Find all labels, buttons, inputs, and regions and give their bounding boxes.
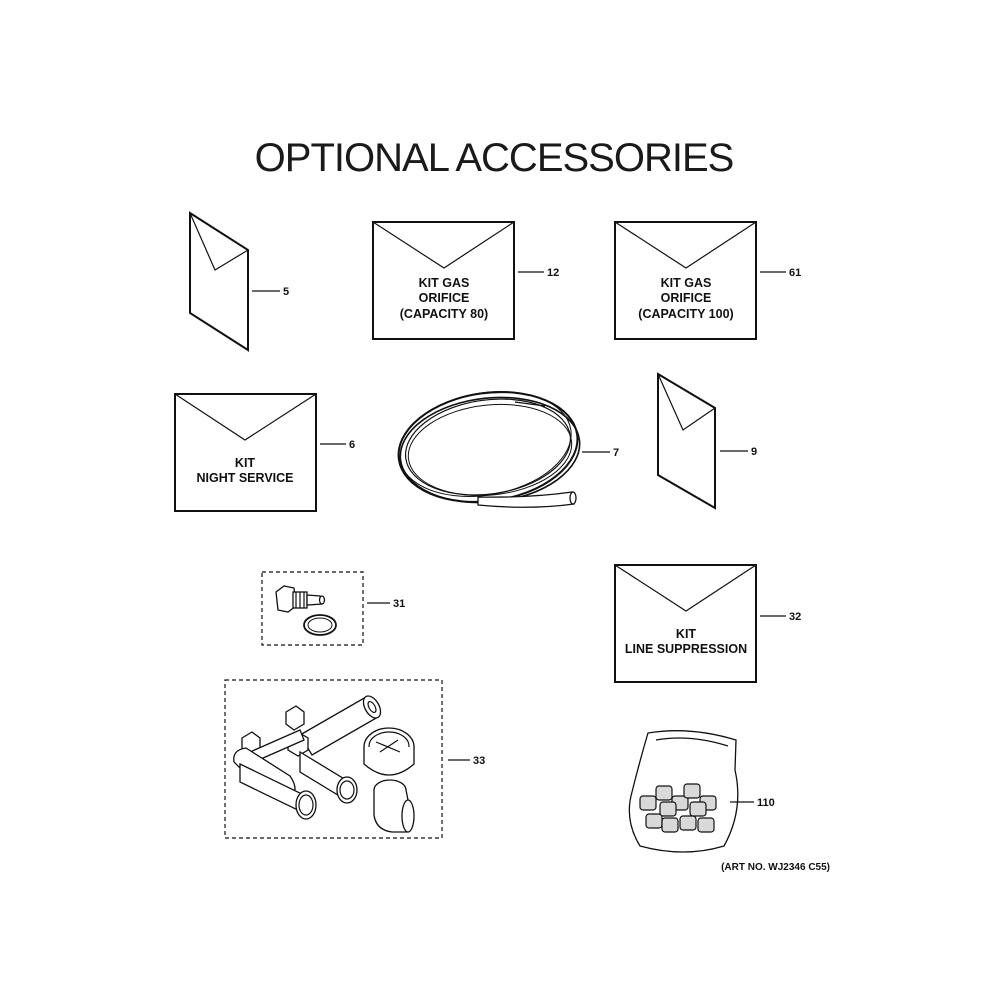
kit-label-line: ORIFICE [661, 291, 712, 305]
kit-label-line: KIT GAS [419, 276, 470, 290]
part-33-vent-kit[interactable]: 33 [224, 679, 485, 839]
part-61-kit-envelope[interactable]: KIT GAS ORIFICE (CAPACITY 100) 61 [614, 221, 801, 340]
callout-label: 7 [613, 447, 619, 459]
kit-label-line: (CAPACITY 100) [638, 307, 733, 321]
kit-label-line: ORIFICE [419, 291, 470, 305]
kit-label-line: LINE SUPPRESSION [625, 642, 747, 656]
part-12-kit-envelope[interactable]: KIT GAS ORIFICE (CAPACITY 80) 12 [372, 221, 559, 340]
part-7-hose-coil[interactable]: 7 [390, 379, 619, 513]
kit-label-line: KIT GAS [661, 276, 712, 290]
part-31-fitting-kit[interactable]: 31 [261, 571, 405, 646]
callout-label: 9 [751, 446, 757, 458]
part-32-kit-envelope[interactable]: KIT LINE SUPPRESSION 32 [614, 564, 801, 683]
callout-label: 31 [393, 598, 405, 610]
art-number: (ART NO. WJ2346 C55) [721, 862, 830, 873]
callout-label: 33 [473, 755, 485, 767]
part-9-manual[interactable]: 9 [657, 372, 757, 510]
callout-label: 6 [349, 439, 355, 451]
kit-label-line: (CAPACITY 80) [400, 307, 488, 321]
callout-label: 61 [789, 267, 801, 279]
callout-label: 12 [547, 267, 559, 279]
callout-label: 5 [283, 286, 289, 298]
part-5-manual[interactable]: 5 [189, 211, 289, 352]
kit-label-line: KIT [235, 456, 256, 470]
callout-label: 110 [757, 797, 775, 809]
page-title: OPTIONAL ACCESSORIES [255, 136, 734, 180]
part-110-hardware-bag[interactable]: 110 [628, 730, 775, 853]
kit-label-line: NIGHT SERVICE [196, 471, 293, 485]
callout-label: 32 [789, 611, 801, 623]
part-6-kit-envelope[interactable]: KIT NIGHT SERVICE 6 [174, 393, 355, 512]
nut-cluster [639, 783, 717, 833]
kit-label-line: KIT [676, 627, 697, 641]
